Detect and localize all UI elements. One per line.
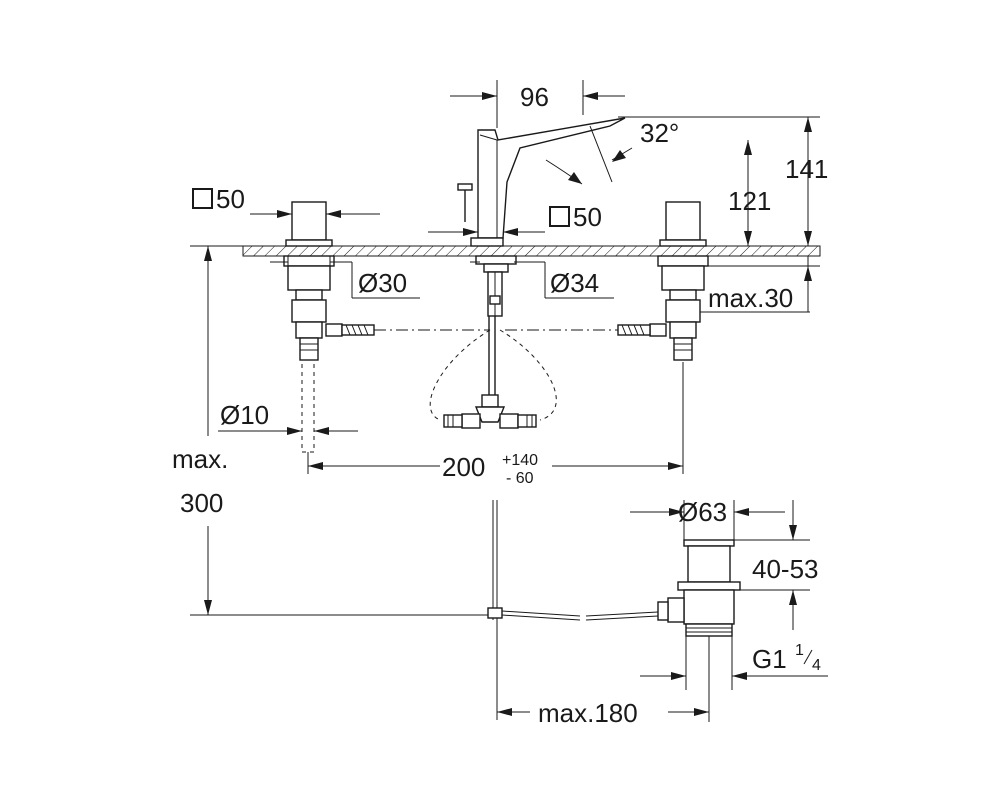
dim-deck-thickness: max.30: [700, 256, 820, 313]
label-max-depth-2: 300: [180, 488, 223, 518]
label-hole-left: Ø30: [358, 268, 407, 298]
dim-waste-dia: Ø63: [630, 497, 785, 540]
left-valve: [283, 201, 375, 453]
dim-hole-left: Ø30: [270, 256, 420, 299]
label-spout-reach: 96: [520, 82, 549, 112]
dim-heights: 141 121: [618, 116, 828, 246]
label-spout-angle: 32°: [640, 118, 679, 148]
label-thread: G1: [752, 644, 787, 674]
countertop-section: [242, 245, 821, 257]
label-thread-num: 1: [795, 642, 804, 659]
dim-spout-angle: 32°: [545, 118, 679, 185]
label-max-rod: max.180: [538, 698, 638, 728]
label-spacing: 200: [442, 452, 485, 482]
dim-handle-center: 50: [428, 202, 602, 236]
pop-up-waste: [487, 500, 741, 720]
label-max-depth-1: max.: [172, 444, 228, 474]
label-spout-height: 121: [728, 186, 771, 216]
dim-spacing: 200 +140 - 60: [307, 362, 684, 487]
mixing-tee: [443, 394, 537, 429]
label-waste-dia: Ø63: [678, 497, 727, 527]
label-handle-center: 50: [573, 202, 602, 232]
spout-shank: [475, 255, 517, 395]
label-spacing-plus: +140: [502, 452, 538, 469]
label-supply: Ø10: [220, 400, 269, 430]
label-hole-center: Ø34: [550, 268, 599, 298]
label-total-height: 141: [785, 154, 828, 184]
right-valve: [617, 201, 709, 361]
spout-body: [457, 117, 626, 247]
label-spacing-minus: - 60: [506, 470, 534, 487]
dim-handle-left: 50: [192, 184, 380, 218]
dim-waste-range: 40-53: [734, 500, 819, 630]
dim-spout-reach: 96: [450, 80, 625, 128]
dim-max-rod: max.180: [497, 636, 710, 728]
dim-thread: G1 1 4: [640, 636, 828, 690]
dim-max-depth: max. 300: [172, 245, 488, 616]
dim-supply: Ø10: [218, 400, 358, 435]
label-thread-den: 4: [812, 657, 821, 674]
label-handle-left: 50: [216, 184, 245, 214]
label-waste-range: 40-53: [752, 554, 819, 584]
dim-hole-center: Ø34: [470, 261, 614, 299]
label-deck-thickness: max.30: [708, 283, 793, 313]
